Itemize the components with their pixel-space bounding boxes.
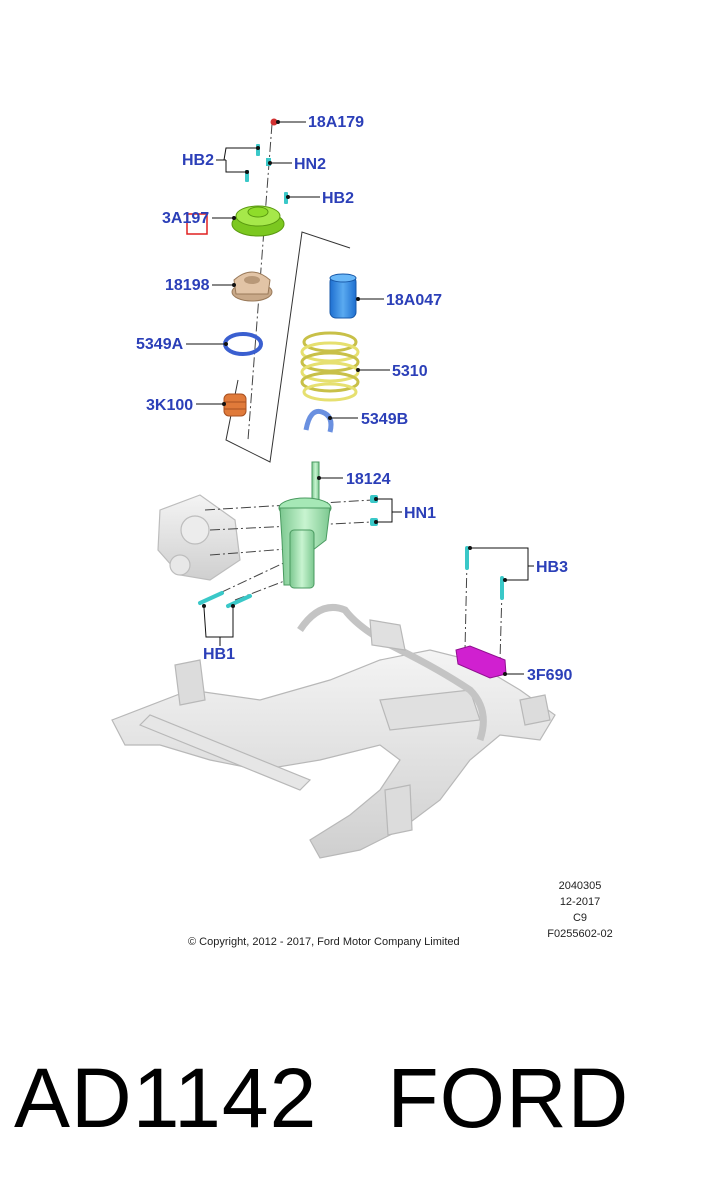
top-mount-3a197 [231, 205, 285, 237]
part-number: AD1142 [14, 1051, 318, 1145]
bumpstop-3k100 [223, 393, 247, 417]
figure-id: F0255602-02 [547, 928, 613, 940]
highlight-box [186, 213, 208, 235]
exploded-view-diagram: 18A179 HB2 HN2 HB2 3A197 18198 18A047 53… [111, 114, 572, 859]
callout-5349a: 5349A [136, 336, 184, 353]
bearing-18198 [231, 271, 273, 302]
callout-5349b: 5349B [361, 411, 408, 428]
drawing-date: 12-2017 [559, 896, 601, 908]
product-caption: AD1142 FORD [14, 1050, 704, 1147]
drawing-code: C9 [572, 912, 588, 924]
callout-18a179: 18A179 [308, 114, 364, 131]
callout-3f690: 3F690 [527, 667, 572, 684]
callout-18a047: 18A047 [386, 292, 442, 309]
bolts-hb3 [465, 546, 504, 600]
steering-knuckle [157, 494, 241, 581]
copyright-notice: © Copyright, 2012 - 2017, Ford Motor Com… [188, 936, 460, 948]
leader-dots [202, 120, 507, 676]
callout-3k100: 3K100 [146, 397, 193, 414]
callout-hn1: HN1 [404, 505, 436, 522]
callout-hb2-side: HB2 [322, 190, 354, 207]
nut-18a179 [270, 118, 278, 126]
group-bracket [225, 231, 351, 463]
seat-5349b [303, 408, 334, 433]
bolts-hb2 [245, 144, 288, 204]
callout-hn2: HN2 [294, 156, 326, 173]
callout-3a197: 3A197 [162, 210, 209, 227]
bolts-hb1 [198, 591, 252, 608]
brand-name: FORD [387, 1051, 630, 1145]
callout-5310: 5310 [392, 363, 428, 380]
strut-18124 [278, 461, 332, 589]
callout-18124: 18124 [346, 471, 391, 488]
callout-hb2-top: HB2 [182, 152, 214, 169]
drawing-number: 2040305 [558, 880, 602, 892]
callout-18198: 18198 [165, 277, 210, 294]
leader-lines [186, 121, 534, 675]
spring-5310 [300, 331, 360, 402]
subframe [111, 604, 556, 859]
callout-hb3: HB3 [536, 559, 568, 576]
callout-hb1: HB1 [203, 646, 235, 663]
boot-18a047 [329, 273, 357, 319]
drawing-reference: 2040305 12-2017 C9 F0255602-02 [540, 878, 620, 942]
